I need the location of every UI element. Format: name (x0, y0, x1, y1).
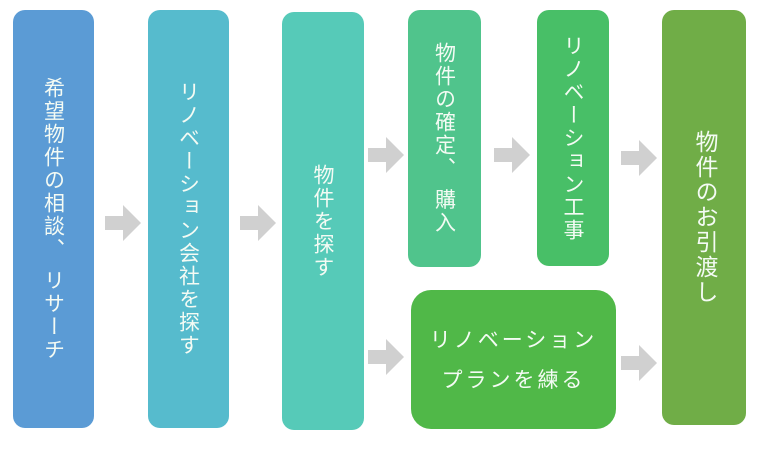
step-plan-label-line2: プランを練る (441, 367, 586, 392)
arrow-right-icon (368, 339, 404, 375)
step-consult-label: 希望物件の相談、 リサーチ (41, 76, 66, 362)
arrow-right-icon (240, 205, 276, 241)
step-handover-label: 物件のお引渡し (691, 130, 717, 305)
step-find-property-box: 物件を探す (282, 12, 364, 430)
arrow-right-icon (621, 140, 657, 176)
step-renovation-work-box: リノベーション工事 (537, 10, 609, 266)
step-plan-box: リノベーション プランを練る (411, 290, 616, 429)
arrow-right-icon (105, 205, 141, 241)
arrow-right-icon (621, 345, 657, 381)
step-confirm-purchase-label: 物件の確定、 購入 (432, 42, 457, 235)
step-consult-box: 希望物件の相談、 リサーチ (13, 10, 94, 428)
step-handover-box: 物件のお引渡し (662, 10, 746, 425)
step-find-company-box: リノベーション会社を探す (148, 10, 229, 428)
step-find-property-label: 物件を探す (311, 163, 335, 279)
step-confirm-purchase-box: 物件の確定、 購入 (408, 10, 481, 267)
step-find-company-label: リノベーション会社を探す (176, 81, 201, 357)
step-renovation-work-label: リノベーション工事 (561, 34, 585, 242)
step-plan-label-line1: リノベーション (429, 327, 598, 352)
arrow-right-icon (494, 137, 530, 173)
arrow-right-icon (368, 137, 404, 173)
